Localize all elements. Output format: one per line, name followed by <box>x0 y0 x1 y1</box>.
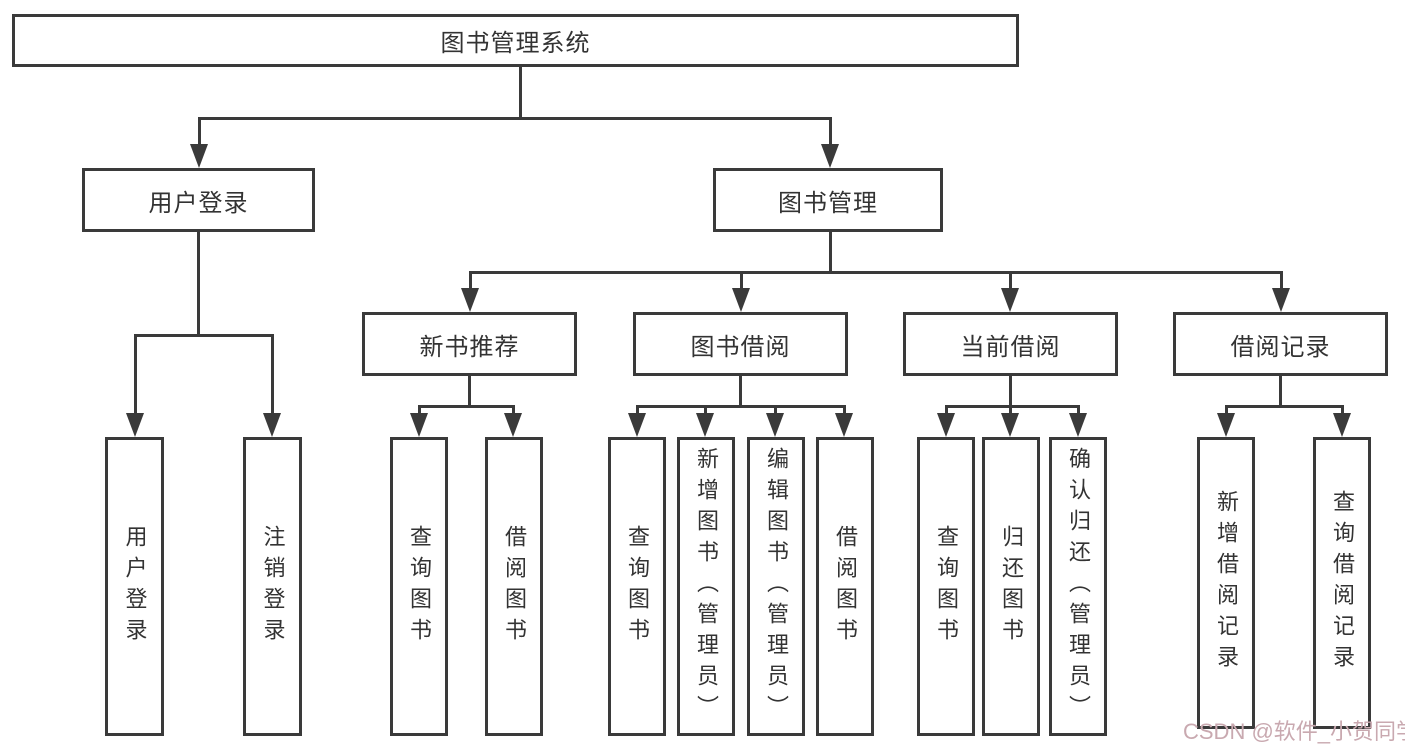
node-label: 用户登录 <box>122 524 148 649</box>
arrow-down-icon <box>461 288 479 312</box>
node-label: 归还图书 <box>999 524 1024 649</box>
connector-line <box>198 117 201 145</box>
leaf-query-borrow-record: 查询借阅记录 <box>1313 437 1371 729</box>
arrow-down-icon <box>766 413 784 437</box>
node-label: 借阅图书 <box>833 524 858 649</box>
connector-line <box>774 405 777 415</box>
connector-line <box>829 232 832 273</box>
connector-line <box>469 271 1283 274</box>
arrow-down-icon <box>937 413 955 437</box>
node-label: 新书推荐 <box>419 333 520 361</box>
arrow-down-icon <box>1217 413 1235 437</box>
arrow-down-icon <box>696 413 714 437</box>
node-borrowing-records: 借阅记录 <box>1173 312 1388 376</box>
arrow-down-icon <box>263 413 281 437</box>
leaf-add-book-admin: 新增图书（管理员） <box>677 437 735 736</box>
arrow-down-icon <box>410 413 428 437</box>
node-label: 图书管理系统 <box>440 30 591 57</box>
connector-line <box>1225 405 1344 408</box>
node-label: 图书借阅 <box>690 333 791 361</box>
node-library-management-system: 图书管理系统 <box>12 14 1019 67</box>
arrow-down-icon <box>1333 413 1351 437</box>
connector-line <box>843 405 846 415</box>
connector-line <box>418 405 421 415</box>
connector-line <box>468 376 471 407</box>
node-label: 新增图书（管理员） <box>694 447 719 726</box>
node-label: 查询借阅记录 <box>1330 490 1355 676</box>
leaf-add-borrow-record: 新增借阅记录 <box>1197 437 1255 729</box>
leaf-logout: 注销登录 <box>243 437 302 736</box>
node-label: 新增借阅记录 <box>1214 490 1239 676</box>
connector-line <box>945 405 948 415</box>
connector-line <box>469 271 472 290</box>
connector-line <box>704 405 707 415</box>
node-label: 编辑图书（管理员） <box>764 447 789 726</box>
leaf-query-books: 查询图书 <box>390 437 448 736</box>
node-label: 注销登录 <box>260 524 286 649</box>
arrow-down-icon <box>190 144 208 168</box>
arrow-down-icon <box>1272 288 1290 312</box>
connector-line <box>1009 405 1012 415</box>
connector-line <box>739 376 742 407</box>
connector-line <box>1341 405 1344 415</box>
leaf-edit-book-admin: 编辑图书（管理员） <box>747 437 805 736</box>
node-label: 当前借阅 <box>960 333 1061 361</box>
connector-line <box>740 271 743 290</box>
arrow-down-icon <box>126 413 144 437</box>
leaf-query-books: 查询图书 <box>608 437 666 736</box>
node-label: 用户登录 <box>148 189 249 217</box>
connector-line <box>1009 376 1012 407</box>
node-label: 查询图书 <box>625 524 650 649</box>
connector-line <box>1279 376 1282 407</box>
arrow-down-icon <box>504 413 522 437</box>
node-label: 图书管理 <box>778 189 878 217</box>
connector-line <box>1009 271 1012 290</box>
node-user-login: 用户登录 <box>82 168 315 232</box>
connector-line <box>134 334 137 414</box>
arrow-down-icon <box>628 413 646 437</box>
connector-line <box>1225 405 1228 415</box>
connector-line <box>1280 271 1283 290</box>
connector-line <box>271 334 274 414</box>
connector-line <box>519 67 522 118</box>
arrow-down-icon <box>1069 413 1087 437</box>
node-label: 借阅图书 <box>502 524 527 649</box>
connector-line <box>198 117 832 120</box>
node-book-management: 图书管理 <box>713 168 943 232</box>
arrow-down-icon <box>732 288 750 312</box>
connector-line <box>945 405 1080 408</box>
connector-line <box>197 232 200 335</box>
node-label: 确认归还（管理员） <box>1066 447 1091 726</box>
connector-line <box>829 117 832 145</box>
node-new-book-recommendation: 新书推荐 <box>362 312 577 376</box>
node-book-borrowing: 图书借阅 <box>633 312 848 376</box>
leaf-query-books: 查询图书 <box>917 437 975 736</box>
node-label: 查询图书 <box>934 524 959 649</box>
arrow-down-icon <box>821 144 839 168</box>
arrow-down-icon <box>835 413 853 437</box>
leaf-borrow-books: 借阅图书 <box>485 437 543 736</box>
leaf-confirm-return-admin: 确认归还（管理员） <box>1049 437 1107 736</box>
connector-line <box>134 334 274 337</box>
connector-line <box>636 405 639 415</box>
node-current-borrowing: 当前借阅 <box>903 312 1118 376</box>
arrow-down-icon <box>1001 413 1019 437</box>
arrow-down-icon <box>1001 288 1019 312</box>
leaf-user-login: 用户登录 <box>105 437 164 736</box>
leaf-return-books: 归还图书 <box>982 437 1040 736</box>
connector-line <box>1077 405 1080 415</box>
leaf-borrow-books: 借阅图书 <box>816 437 874 736</box>
connector-line <box>512 405 515 415</box>
csdn-watermark: CSDN @软件_小贺同学 <box>1183 719 1405 744</box>
connector-line <box>418 405 515 408</box>
node-label: 借阅记录 <box>1230 333 1331 361</box>
node-label: 查询图书 <box>407 524 432 649</box>
connector-line <box>636 405 846 408</box>
